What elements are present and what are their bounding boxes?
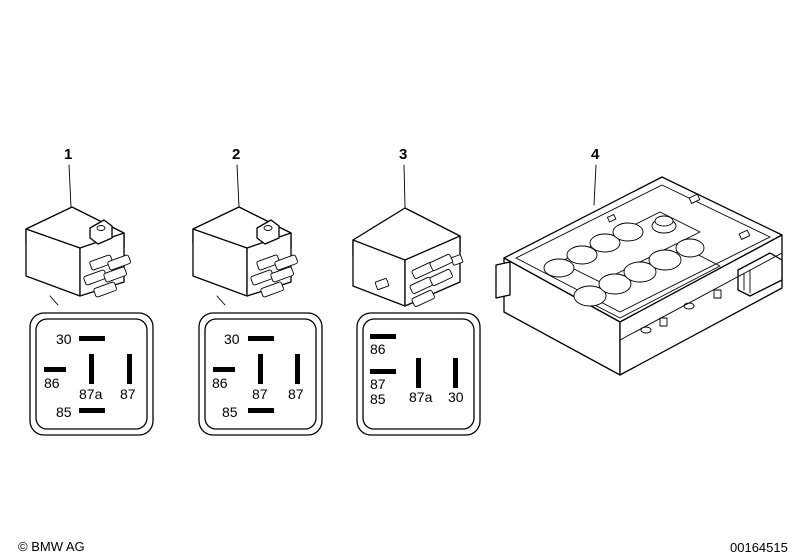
pin-label-85: 85 [222,404,238,420]
leader-line-3 [403,164,406,208]
pinout-card-3 [356,312,481,436]
pin-label-86: 86 [370,341,386,357]
doc-number: 00164515 [730,540,788,555]
callout-2: 2 [232,146,240,163]
relay-pins [409,253,453,307]
pin-label-85: 85 [370,391,386,407]
carrier-left-clip [495,261,511,299]
pin-label-30: 30 [448,389,464,405]
relay-pins [250,254,298,298]
callout-3: 3 [399,146,407,163]
pin-label-30: 30 [224,331,240,347]
pin-label-87: 87 [252,386,268,402]
pin-label-87a: 87a [79,386,103,402]
relay-3: 3 86 87 85 87a 30 [352,146,481,436]
relay-pins [83,254,131,298]
relay-2: 2 30 86 87 87 85 [192,146,323,436]
pin-label-87a: 87a [409,389,433,405]
callout-1: 1 [64,146,72,163]
pinout-card-1 [29,312,154,436]
pin-label-86: 86 [44,375,60,391]
relay-sockets [543,222,705,307]
leader-line-1 [68,164,72,208]
pin-label-85: 85 [56,404,72,420]
pin-label-86: 86 [212,375,228,391]
relay-1: 1 30 86 87a 87 85 [25,146,154,436]
pin-label-30: 30 [56,331,72,347]
callout-4: 4 [591,146,600,163]
pin-label-87: 87 [370,376,386,392]
relay-carrier-4: 4 [495,146,783,376]
leader-line-4 [593,164,597,206]
pin-label-87: 87 [120,386,136,402]
pin-label-87: 87 [288,386,304,402]
copyright-label: © BMW AG [18,539,85,554]
pinout-card-2 [198,312,323,436]
leader-line-2 [236,164,240,208]
carrier-connector [737,252,783,297]
